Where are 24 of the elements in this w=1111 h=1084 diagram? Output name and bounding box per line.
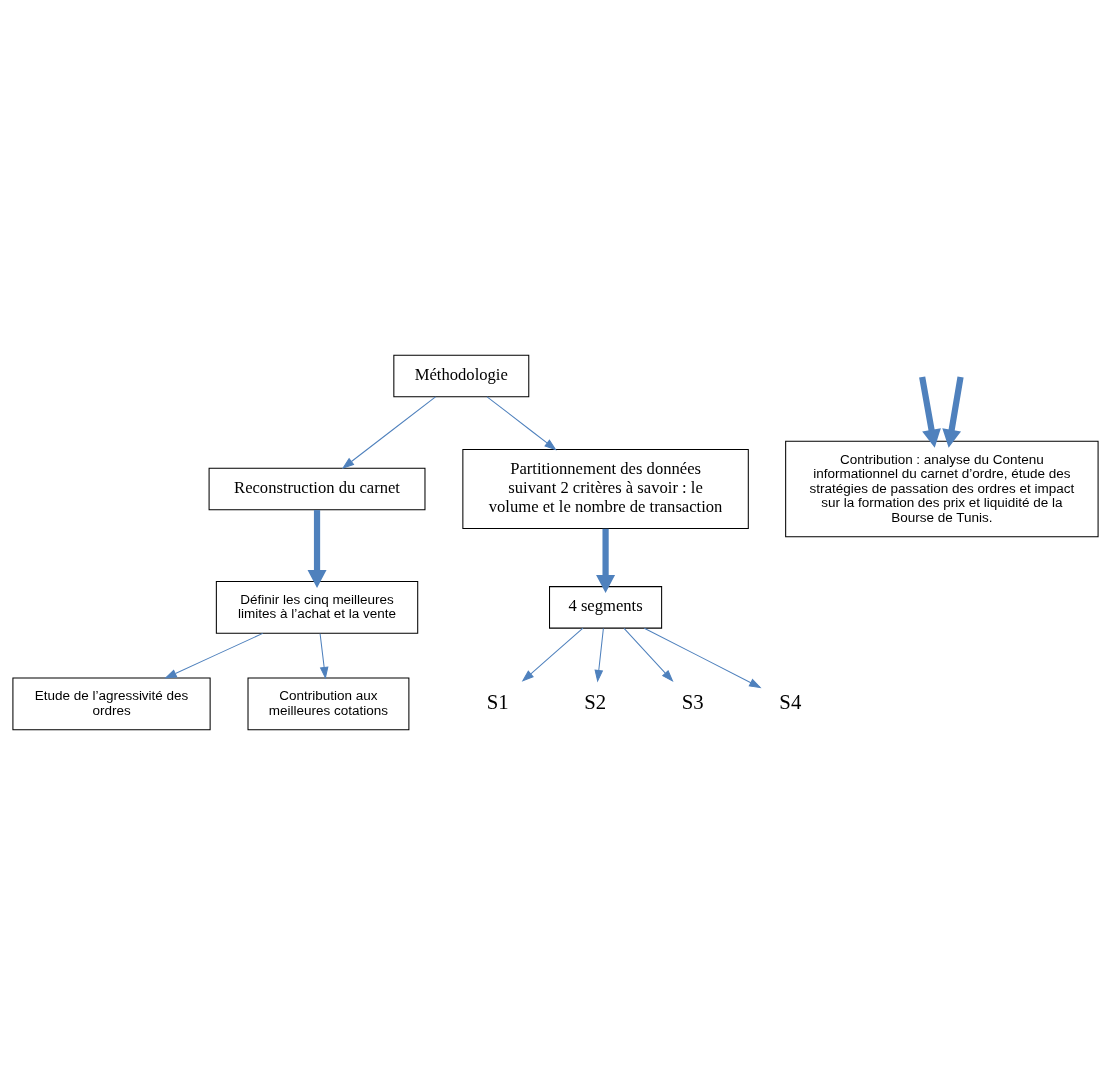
- arrow: [164, 632, 264, 679]
- arrow: [942, 376, 964, 448]
- arrow: [643, 627, 762, 688]
- node-box: Reconstruction du carnet: [208, 467, 426, 510]
- node-text: S2: [584, 690, 607, 713]
- node-box: Etude de l’agressivité des ordres: [12, 676, 211, 730]
- arrow: [486, 395, 557, 450]
- node-box: 4 segments: [549, 585, 663, 629]
- node-box: Définir les cinq meilleures limites à l’achat et la vente: [215, 580, 419, 634]
- node-box: Contribution aux meilleures cotations: [247, 676, 410, 730]
- arrow: [307, 509, 327, 588]
- node-box: Contribution : analyse du Contenu informationnel du carnet d’ordre, étude des stratégies de passation des ordres et impact sur la formation des prix et liquidité de la Bourse de Tunis.: [785, 440, 1099, 537]
- node-box: Partitionnement des données suivant 2 critères à savoir : le volume et le nombre de transaction: [462, 448, 749, 529]
- arrow: [319, 632, 329, 679]
- arrow: [341, 395, 437, 469]
- node-box: Méthodologie: [393, 354, 530, 397]
- arrow: [521, 627, 584, 682]
- arrow: [623, 627, 674, 682]
- node-text: S4: [779, 690, 802, 713]
- arrow: [596, 528, 616, 593]
- arrow: [919, 375, 941, 448]
- node-text: S1: [486, 690, 509, 713]
- node-text: S3: [681, 690, 704, 713]
- arrow: [594, 627, 604, 682]
